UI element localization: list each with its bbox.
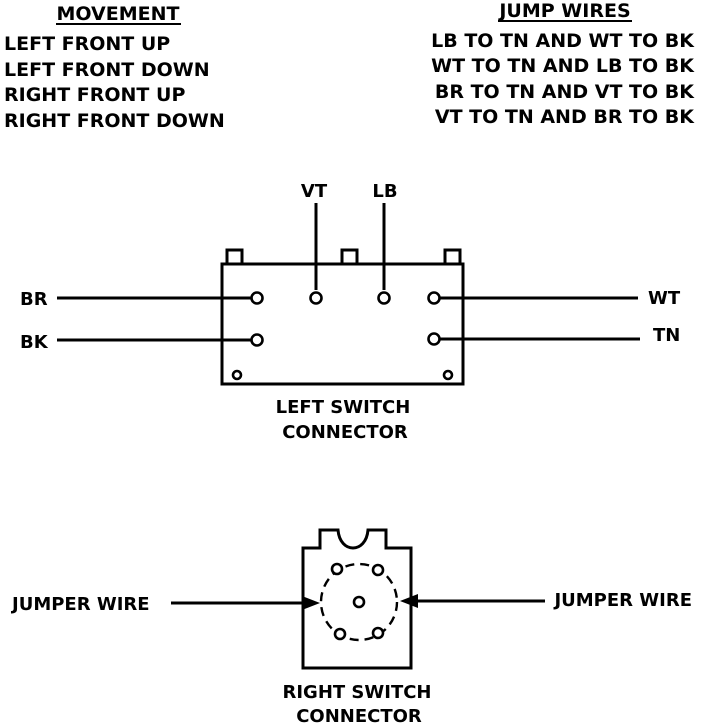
left-jumper-arrowhead xyxy=(302,596,320,610)
jump-row: WT TO TN AND LB TO BK xyxy=(431,55,695,77)
terminal-pin xyxy=(352,595,366,609)
terminal-pin xyxy=(330,562,344,576)
movement-header: MOVEMENT xyxy=(57,3,180,25)
left-jumper-label: JUMPER WIRE xyxy=(10,594,150,615)
connector-tab xyxy=(340,248,359,266)
movement-row: LEFT FRONT DOWN xyxy=(4,59,210,81)
connector-tab xyxy=(225,248,244,266)
terminal-pin xyxy=(371,563,385,577)
br-wire-label: BR xyxy=(20,289,48,310)
vt-wire-label: VT xyxy=(301,181,328,202)
jump-wire-table: MOVEMENT JUMP WIRES LEFT FRONT UP LEFT F… xyxy=(4,0,695,132)
movement-row: LEFT FRONT UP xyxy=(4,33,170,55)
left-connector-body xyxy=(220,262,465,386)
movement-row: RIGHT FRONT UP xyxy=(4,84,185,106)
terminal-pin xyxy=(427,291,441,305)
jump-row: LB TO TN AND WT TO BK xyxy=(431,30,695,52)
bk-wire-label: BK xyxy=(20,332,49,353)
jump-row: BR TO TN AND VT TO BK xyxy=(435,81,695,103)
right-switch-connector: JUMPER WIRE JUMPER WIRE RIGHT SWITCH CON… xyxy=(10,528,692,726)
terminal-pin xyxy=(309,291,323,305)
terminal-pin xyxy=(371,626,385,640)
tn-wire-label: TN xyxy=(653,325,680,346)
terminal-pin xyxy=(250,291,264,305)
lb-wire-label: LB xyxy=(372,181,397,202)
terminal-pin xyxy=(377,291,391,305)
jump-row: VT TO TN AND BR TO BK xyxy=(435,106,695,128)
jumper-ring xyxy=(319,562,399,642)
terminal-pin xyxy=(427,332,441,346)
mounting-hole xyxy=(442,369,454,381)
right-connector-caption: RIGHT SWITCH xyxy=(282,682,431,703)
connector-tab xyxy=(443,248,462,266)
right-jumper-label: JUMPER WIRE xyxy=(552,590,692,611)
right-jumper-arrowhead xyxy=(400,594,418,608)
movement-row: RIGHT FRONT DOWN xyxy=(4,110,225,132)
left-connector-caption: LEFT SWITCH xyxy=(276,397,411,418)
right-connector-body xyxy=(301,528,413,670)
jump-wires-header: JUMP WIRES xyxy=(497,0,630,22)
terminal-pin xyxy=(333,627,347,641)
left-connector-caption: CONNECTOR xyxy=(282,422,408,443)
wt-wire-label: WT xyxy=(648,288,681,309)
left-switch-connector: VT LB BR BK WT TN LEFT SWITCH CONNECTOR xyxy=(20,181,681,443)
right-connector-caption: CONNECTOR xyxy=(296,706,422,726)
mounting-hole xyxy=(231,369,243,381)
terminal-pin xyxy=(250,333,264,347)
